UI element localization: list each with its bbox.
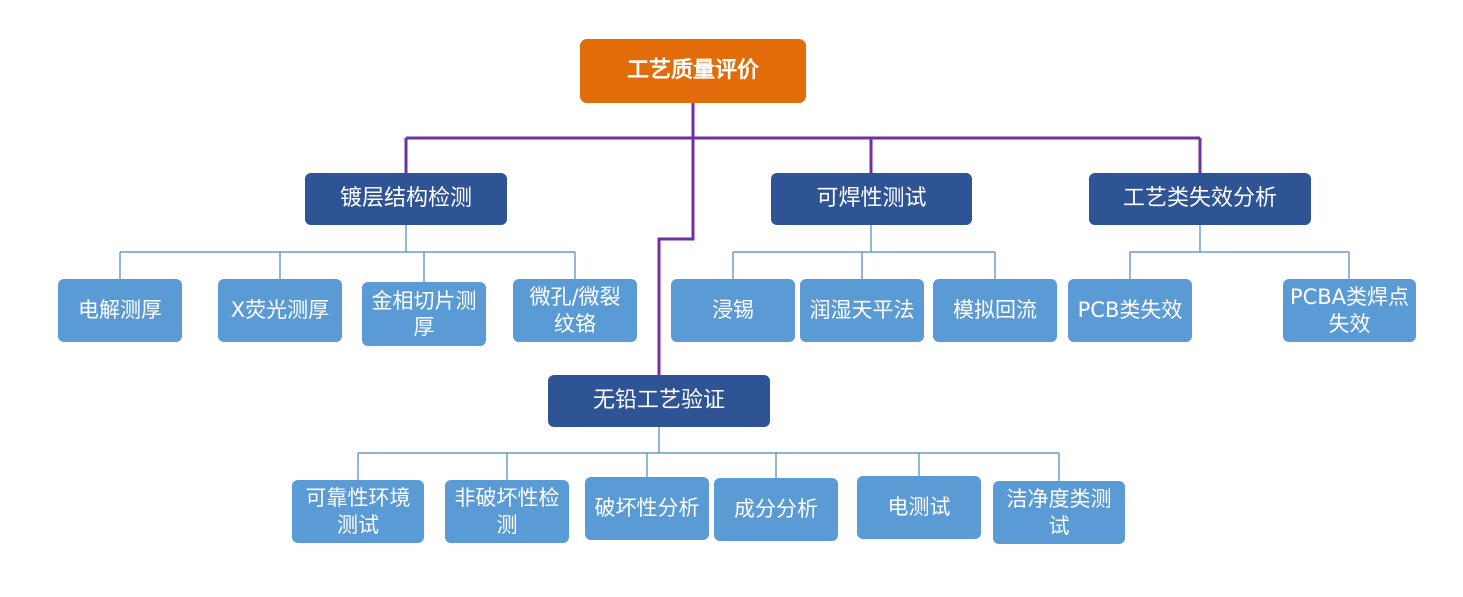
- leaf-tin-dip: 浸锡: [671, 279, 795, 342]
- leaf-reliability-environmental-test: 可靠性环境测试: [292, 480, 424, 543]
- root-node: 工艺质量评价: [580, 39, 806, 103]
- leaf-microporous-microcrack-chrome: 微孔/微裂纹铬: [513, 279, 637, 342]
- root-connectors: [404, 103, 1202, 375]
- leaf-cleanliness-test: 洁净度类测试: [993, 481, 1125, 544]
- category-solderability-test: 可焊性测试: [771, 173, 972, 225]
- leaf-wetting-balance: 润湿天平法: [800, 279, 924, 342]
- category-process-failure-analysis: 工艺类失效分析: [1089, 173, 1311, 225]
- leaf-non-destructive-inspection: 非破坏性检测: [445, 480, 569, 543]
- leaf-electrolytic-thickness: 电解测厚: [58, 279, 182, 342]
- leaf-pcb-failure: PCB类失效: [1068, 279, 1192, 342]
- category-coating-structure-inspection: 镀层结构检测: [305, 173, 507, 225]
- category-lead-free-process-verification: 无铅工艺验证: [548, 375, 770, 427]
- leaf-xray-fluorescence-thickness: X荧光测厚: [218, 279, 342, 342]
- leaf-simulated-reflow: 模拟回流: [933, 279, 1057, 342]
- leaf-destructive-analysis: 破坏性分析: [585, 477, 709, 540]
- connector-to-cat-3: [657, 138, 695, 375]
- leaf-electrical-test: 电测试: [857, 476, 981, 539]
- leaf-connectors: [119, 225, 1350, 481]
- leaf-pcba-solder-joint-failure: PCBA类焊点失效: [1283, 279, 1416, 342]
- leaf-metallographic-section-thickness: 金相切片测厚: [362, 282, 486, 346]
- leaf-composition-analysis: 成分分析: [714, 478, 838, 541]
